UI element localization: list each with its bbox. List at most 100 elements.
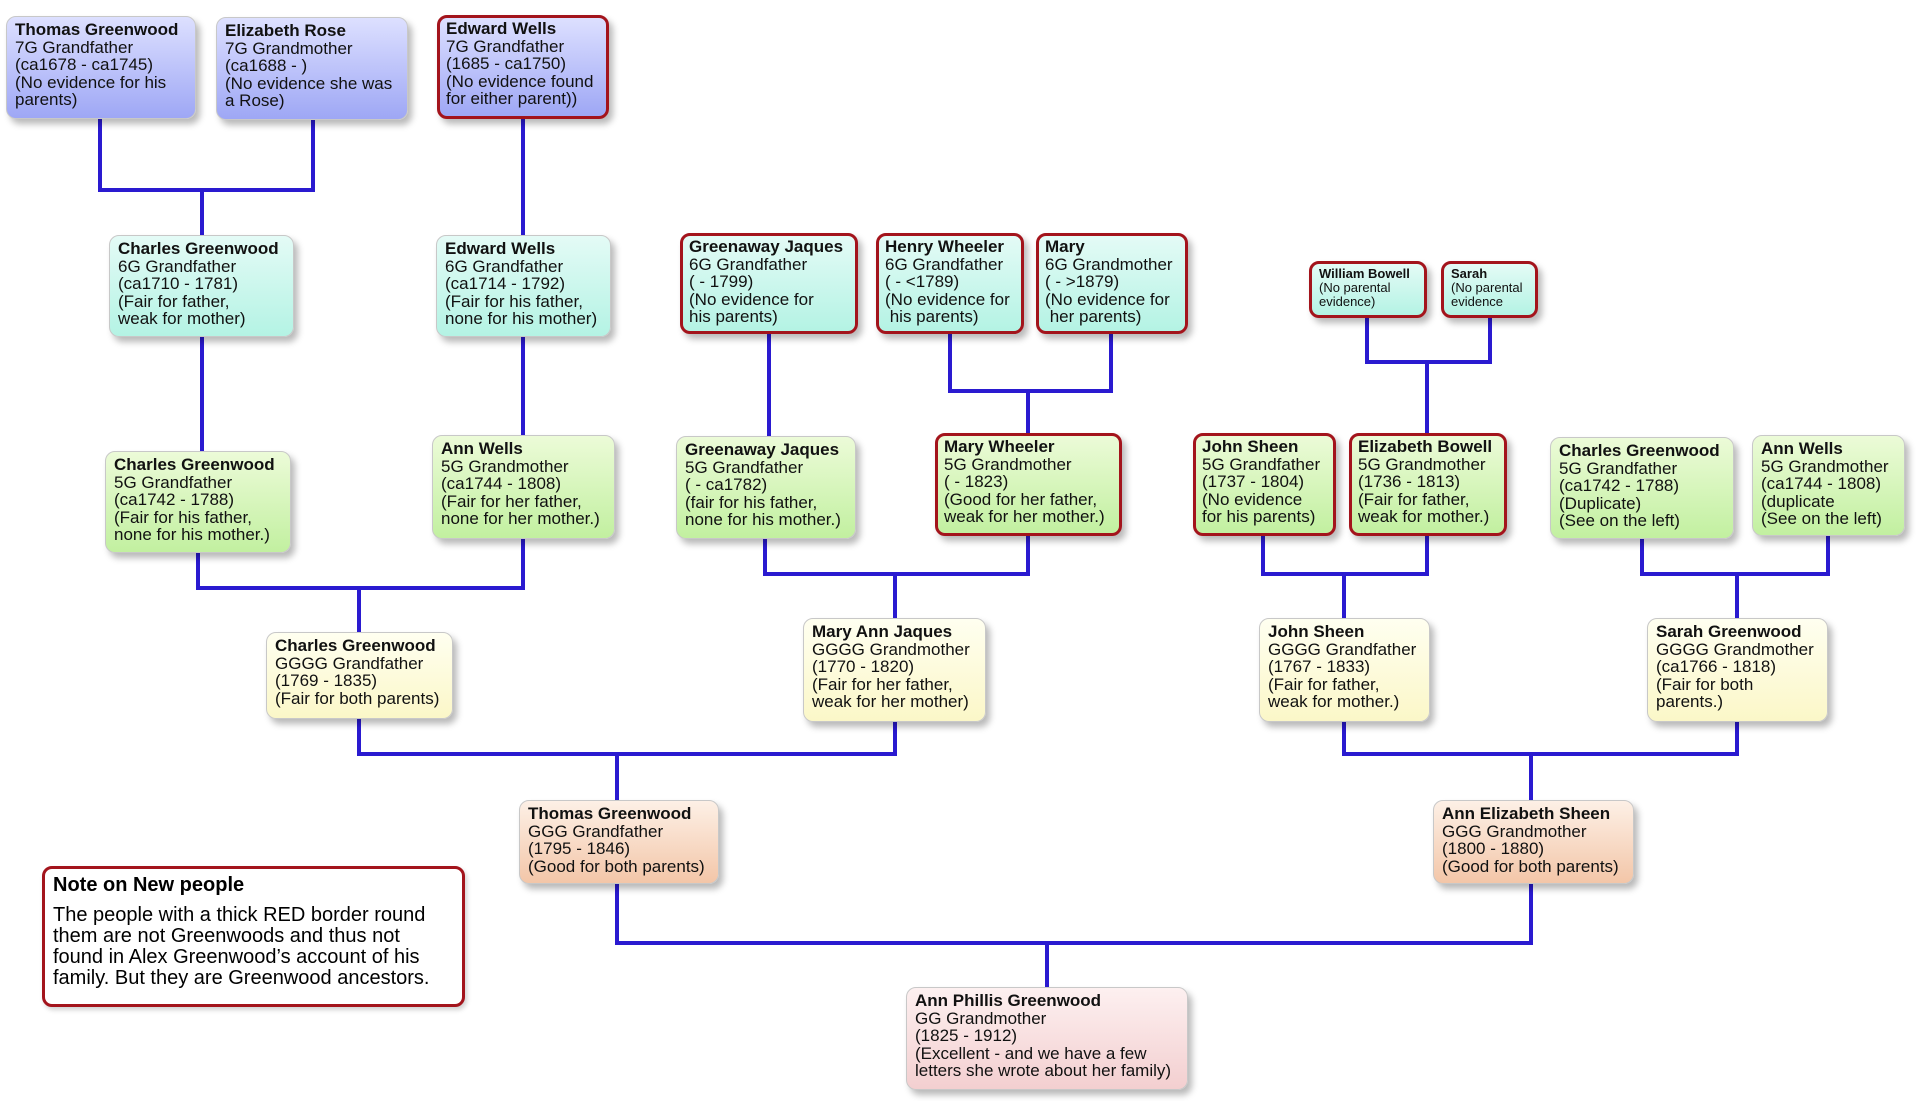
person-note: a Rose) [225,91,285,110]
person-relation: 5G Grandmother [441,456,569,476]
person-name: Ann Elizabeth Sheen [1442,804,1611,823]
person-note: (See on the left) [1761,509,1882,528]
person-note: (Fair for his father, [445,291,583,311]
person-note: weak for her mother) [812,692,969,711]
person-note: none for his mother.) [114,525,270,544]
person-box-john-sheen-5g[interactable]: John Sheen 5G Grandfather (1737 - 1804) … [1193,433,1336,536]
person-note: weak for her mother.) [944,507,1105,526]
person-note: (Good for her father, [944,489,1098,509]
person-name: Greenaway Jaques [689,237,844,256]
person-dates: (1795 - 1846) [528,839,631,858]
person-box-elizabeth-bowell-5g[interactable]: Elizabeth Bowell 5G Grandmother (1736 - … [1349,433,1507,536]
person-name: Ann Wells [441,439,523,458]
person-dates: (1770 - 1820) [812,657,915,676]
person-relation: 5G Grandmother [944,454,1072,474]
person-note: (Fair for father, [1358,489,1470,509]
person-name: Charles Greenwood [1559,441,1720,460]
person-box-charles-greenwood-gggg[interactable]: Charles Greenwood GGGG Grandfather (1769… [266,632,453,719]
person-note: for his parents) [1202,507,1316,526]
note-title: Note on New people [53,874,245,896]
person-note: parents) [15,90,78,109]
person-relation: 6G Grandfather [689,254,808,274]
person-note: (Fair for both parents) [275,688,440,708]
person-relation: GGG Grandfather [528,821,664,841]
person-note: (duplicate [1761,491,1835,511]
person-box-william-bowell[interactable]: William Bowell (No parental evidence) [1309,261,1427,318]
person-note: (Fair for father, [118,291,230,311]
person-name: Charles Greenwood [275,636,436,655]
person-box-thomas-greenwood-ggg[interactable]: Thomas Greenwood GGG Grandfather (1795 -… [519,800,719,884]
person-relation: 5G Grandfather [114,472,233,492]
person-note: (No evidence for [689,289,814,309]
person-dates: ( - >1879) [1045,272,1120,291]
person-box-charles-greenwood-6g[interactable]: Charles Greenwood 6G Grandfather (ca1710… [109,235,294,337]
person-relation: 7G Grandfather [446,36,565,56]
person-relation: 5G Grandfather [1202,454,1321,474]
person-relation: 5G Grandmother [1761,456,1889,476]
person-dates: (1685 - ca1750) [446,54,567,73]
note-box: Note on New people The people with a thi… [42,866,465,1007]
person-note: (No evidence for his [15,72,167,92]
person-name: Thomas Greenwood [15,20,179,39]
person-note: his parents) [689,307,778,326]
person-relation: 6G Grandfather [445,256,564,276]
person-relation: 6G Grandfather [885,254,1004,274]
person-note: (Excellent - and we have a few [915,1043,1147,1063]
person-note: (No evidence she was [225,73,393,93]
person-box-henry-wheeler-6g[interactable]: Henry Wheeler 6G Grandfather ( - <1789) … [876,233,1024,334]
person-name: Mary Ann Jaques [812,622,953,641]
person-note: none for his mother) [445,309,598,328]
person-name: William Bowell [1319,266,1410,281]
person-name: Henry Wheeler [885,237,1005,256]
person-relation: 5G Grandfather [1559,458,1678,478]
person-note: (No evidence [1202,489,1303,509]
person-note: evidence [1451,294,1504,309]
person-box-ann-wells-5g-duplicate[interactable]: Ann Wells 5G Grandmother (ca1744 - 1808)… [1752,435,1905,536]
person-dates: (ca1766 - 1818) [1656,657,1777,676]
person-dates: (ca1742 - 1788) [114,490,235,509]
person-note: (Duplicate) [1559,493,1642,513]
person-note: parents.) [1656,692,1724,711]
person-dates: (ca1744 - 1808) [441,474,562,493]
person-note: evidence) [1319,294,1376,309]
person-dates: (1825 - 1912) [915,1026,1018,1045]
person-box-ann-phillis-greenwood-gg[interactable]: Ann Phillis Greenwood GG Grandmother (18… [906,987,1188,1090]
person-relation: 6G Grandmother [1045,254,1173,274]
person-relation: GG Grandmother [915,1008,1047,1028]
person-box-edward-wells-7g[interactable]: Edward Wells 7G Grandfather (1685 - ca17… [437,15,609,119]
person-dates: ( - 1823) [944,472,1009,491]
person-box-ann-wells-5g[interactable]: Ann Wells 5G Grandmother (ca1744 - 1808)… [432,435,615,539]
person-box-john-sheen-gggg[interactable]: John Sheen GGGG Grandfather (1767 - 1833… [1259,618,1430,722]
person-name: Edward Wells [446,19,557,38]
person-relation: GGGG Grandmother [812,639,970,659]
person-box-mary-6g[interactable]: Mary 6G Grandmother ( - >1879) (No evide… [1036,233,1188,334]
person-name: Greenaway Jaques [685,440,840,459]
person-note: weak for mother.) [1358,507,1490,526]
person-dates: (ca1742 - 1788) [1559,476,1680,495]
person-box-ann-elizabeth-sheen-ggg[interactable]: Ann Elizabeth Sheen GGG Grandmother (180… [1433,800,1634,884]
person-box-greenaway-jaques-5g[interactable]: Greenaway Jaques 5G Grandfather ( - ca17… [676,436,856,539]
person-name: John Sheen [1202,437,1299,456]
person-relation: 7G Grandfather [15,37,134,57]
person-box-thomas-greenwood-7g[interactable]: Thomas Greenwood 7G Grandfather (ca1678 … [6,16,196,119]
person-note: weak for mother.) [1268,692,1400,711]
person-box-mary-wheeler-5g[interactable]: Mary Wheeler 5G Grandmother ( - 1823) (G… [935,433,1122,536]
person-relation: 5G Grandmother [1358,454,1486,474]
person-box-sarah[interactable]: Sarah (No parental evidence [1441,261,1538,318]
person-dates: (1800 - 1880) [1442,839,1545,858]
person-box-sarah-greenwood-gggg[interactable]: Sarah Greenwood GGGG Grandmother (ca1766… [1647,618,1828,722]
person-note: (No parental [1451,280,1523,295]
person-box-charles-greenwood-5g[interactable]: Charles Greenwood 5G Grandfather (ca1742… [105,451,291,553]
person-box-elizabeth-rose-7g[interactable]: Elizabeth Rose 7G Grandmother (ca1688 - … [216,17,408,120]
person-name: Thomas Greenwood [528,804,692,823]
person-box-greenaway-jaques-6g[interactable]: Greenaway Jaques 6G Grandfather ( - 1799… [680,233,858,334]
person-name: Mary [1045,237,1085,256]
person-note: letters she wrote about her family) [915,1061,1172,1080]
person-box-edward-wells-6g[interactable]: Edward Wells 6G Grandfather (ca1714 - 17… [436,235,611,337]
person-note: her parents) [1045,307,1142,326]
person-dates: (ca1688 - ) [225,56,308,75]
person-box-charles-greenwood-5g-duplicate[interactable]: Charles Greenwood 5G Grandfather (ca1742… [1550,437,1734,539]
person-box-mary-ann-jaques-gggg[interactable]: Mary Ann Jaques GGGG Grandmother (1770 -… [803,618,986,722]
note-body: The people with a thick RED border round… [53,904,430,989]
